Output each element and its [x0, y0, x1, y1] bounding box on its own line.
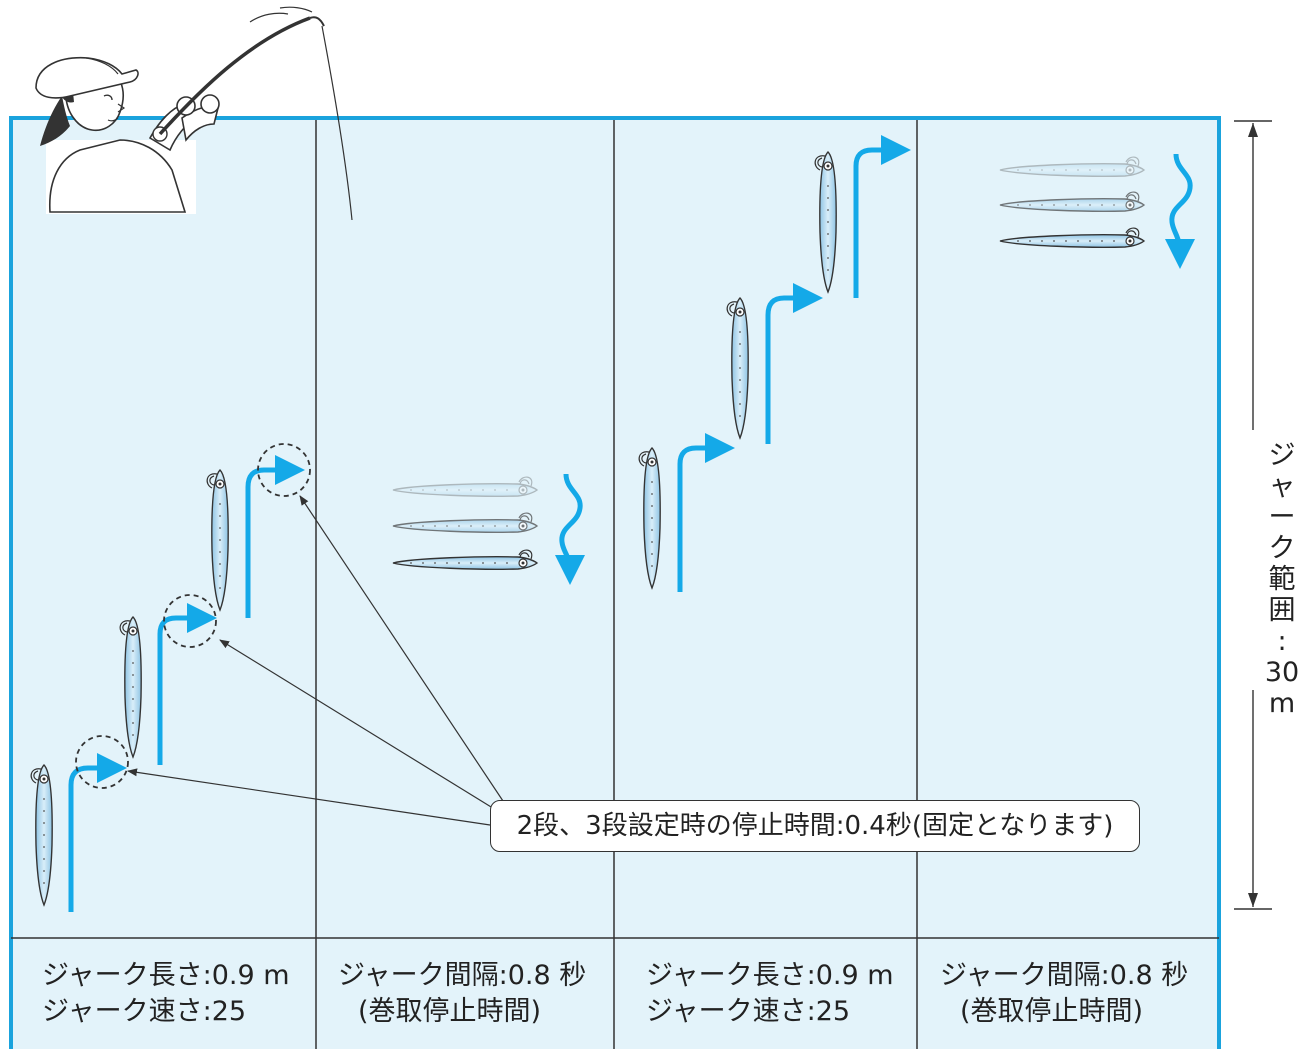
range-label-char: 30: [1264, 657, 1300, 688]
panel-caption: ジャーク間隔:0.8 秒 (巻取停止時間): [338, 958, 586, 1030]
caption-line: ジャーク速さ:25: [646, 996, 851, 1027]
pause-circle-marker: [75, 735, 129, 789]
range-label-char: m: [1268, 688, 1296, 719]
jerk-arrow-icon: [677, 433, 735, 592]
jerk-range-label: ジ ャ ー ク 範 囲 : 30 m: [1262, 440, 1302, 719]
jerk-arrow-icon: [853, 135, 911, 298]
jerk-arrow-icon: [68, 753, 127, 912]
range-label-char: 囲: [1268, 595, 1296, 626]
fall-arrow-icon: [554, 473, 585, 585]
range-label-char: ジ: [1268, 440, 1296, 471]
range-label-char: ー: [1268, 502, 1296, 533]
jerk-arrow-icon: [765, 283, 823, 444]
water-area: [11, 118, 1219, 1049]
caption-line: ジャーク速さ:25: [42, 996, 247, 1027]
fishing-rod-icon: [158, 6, 353, 221]
jerk-arrow-icon: [245, 455, 305, 618]
leader-line: [299, 495, 506, 805]
leader-line: [127, 768, 491, 826]
angler-icon: [35, 56, 220, 214]
leader-line: [219, 639, 497, 811]
caption-line: ジャーク間隔:0.8 秒: [940, 960, 1189, 991]
caption-line: ジャーク間隔:0.8 秒: [338, 960, 587, 991]
range-label-char: :: [1277, 626, 1287, 657]
range-label-char: 範: [1268, 564, 1296, 595]
panel-caption: ジャーク長さ:0.9 m ジャーク速さ:25: [42, 958, 290, 1030]
jerk-arrow-icon: [157, 603, 217, 765]
caption-line: ジャーク長さ:0.9 m: [42, 960, 290, 991]
range-label-char: ク: [1268, 533, 1296, 564]
pause-circle-marker: [163, 594, 217, 648]
caption-line: ジャーク長さ:0.9 m: [646, 960, 894, 991]
caption-line: (巻取停止時間): [358, 996, 542, 1027]
range-label-char: ャ: [1268, 471, 1296, 502]
panel-caption: ジャーク長さ:0.9 m ジャーク速さ:25: [646, 958, 894, 1030]
fall-arrow-icon: [1164, 153, 1195, 269]
panel-caption: ジャーク間隔:0.8 秒 (巻取停止時間): [940, 958, 1188, 1030]
caption-line: (巻取停止時間): [960, 996, 1144, 1027]
frame: [9, 116, 1221, 1049]
stop-time-callout: 2段、3段設定時の停止時間:0.4秒(固定となります): [490, 800, 1140, 852]
pause-circle-marker: [257, 443, 311, 497]
range-dimension: [1234, 120, 1272, 910]
